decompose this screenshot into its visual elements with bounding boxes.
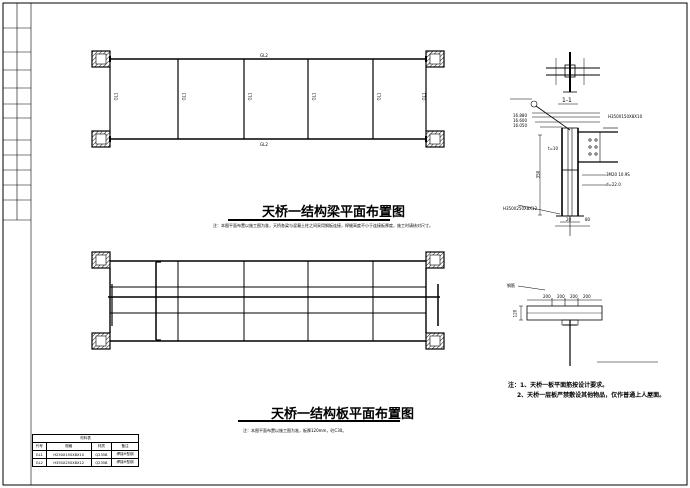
beam-label-vertical: GL1 xyxy=(181,92,187,101)
beam-plan-note: 注：本图平面布置以施工图为准，天桥各梁与混凝土柱之间采用钢板连接，焊缝高度不小于… xyxy=(213,223,433,228)
beam-plan xyxy=(91,50,445,148)
column xyxy=(425,251,445,269)
beam-plan-title: 天桥一结构梁平面布置图 xyxy=(262,205,406,220)
level-label: 16.880 xyxy=(513,113,527,118)
bolt-d-label: d=22.0 xyxy=(606,182,621,187)
dim-h: 350 xyxy=(535,170,541,179)
dim-top: 200 xyxy=(543,294,551,299)
section-slab xyxy=(517,285,658,366)
table-cell: GL2 xyxy=(32,458,47,467)
bolt-label: 3M20 10.9S xyxy=(606,172,630,177)
table-header: 代号 规格 材质 备注 xyxy=(32,442,139,451)
dim-bottom: 20 xyxy=(566,217,572,222)
column xyxy=(425,50,445,68)
dim-bottom: 80 xyxy=(585,217,591,222)
section-1-1 xyxy=(510,52,618,236)
column xyxy=(91,251,111,269)
table-header-cell: 备注 xyxy=(111,442,139,451)
slab-plan xyxy=(91,251,445,350)
beam-label-vertical: GL1 xyxy=(311,92,317,101)
column xyxy=(425,332,445,350)
table-header-cell: 规格 xyxy=(45,442,92,451)
table-row: GL1 H250X150X8X10 Q235B 焊接H型钢 xyxy=(32,450,139,459)
beam-label-vertical: GL1 xyxy=(421,92,427,101)
title-block-left xyxy=(2,2,32,486)
title-underline xyxy=(228,219,390,221)
slab-plan-note: 注：本图平面布置以施工图为准，板厚120mm，砼C30。 xyxy=(243,428,347,433)
dim-top: 200 xyxy=(570,294,578,299)
column xyxy=(91,130,111,148)
callout-bottom: H350X250X8X12 xyxy=(503,206,538,211)
table-cell: H250X150X8X10 xyxy=(45,450,92,459)
material-table: 材料表 代号 规格 材质 备注 GL1 H250X150X8X10 Q235B … xyxy=(32,434,139,467)
dim-top: 200 xyxy=(557,294,565,299)
table-cell: Q235B xyxy=(90,450,113,459)
dim-top: 200 xyxy=(583,294,591,299)
table-cell: Q235B xyxy=(90,458,113,467)
table-cell: 焊接H型钢 xyxy=(111,458,139,467)
note-item: 注：1、天桥一板平面筋按设计要求。 xyxy=(508,382,609,389)
level-label: 16.600 xyxy=(513,118,527,123)
dim-t: t=10 xyxy=(548,146,559,151)
title-underline xyxy=(238,420,400,422)
beam-label-bottom: GL2 xyxy=(260,142,268,147)
callout-top: H350X150X8X10 xyxy=(608,114,643,119)
table-cell: 焊接H型钢 xyxy=(111,450,139,459)
table-header-cell: 代号 xyxy=(32,442,47,451)
beam-label-vertical: GL1 xyxy=(113,92,119,101)
section-label: 1-1 xyxy=(562,97,572,104)
beam-label-vertical: GL1 xyxy=(247,92,253,101)
table-cell: GL1 xyxy=(32,450,47,459)
column xyxy=(91,50,111,68)
dim-slab-thickness: 120 xyxy=(512,309,518,318)
slab-plan-title: 天桥一结构板平面布置图 xyxy=(271,407,415,422)
table-row: GL2 H350X250X8X12 Q235B 焊接H型钢 xyxy=(32,458,139,467)
table-header-cell: 材质 xyxy=(90,442,113,451)
beam-label-top: GL2 xyxy=(260,53,268,58)
table-cell: H350X250X8X12 xyxy=(45,458,92,467)
column xyxy=(91,332,111,350)
rebar-callout: 钢筋 xyxy=(507,283,515,288)
note-item: 2、天桥一层板严禁敷设其他物品，仅作普通上人屋面。 xyxy=(517,392,666,399)
column xyxy=(425,130,445,148)
table-title: 材料表 xyxy=(32,434,139,443)
beam-label-vertical: GL1 xyxy=(376,92,382,101)
level-label: 16.050 xyxy=(513,123,527,128)
